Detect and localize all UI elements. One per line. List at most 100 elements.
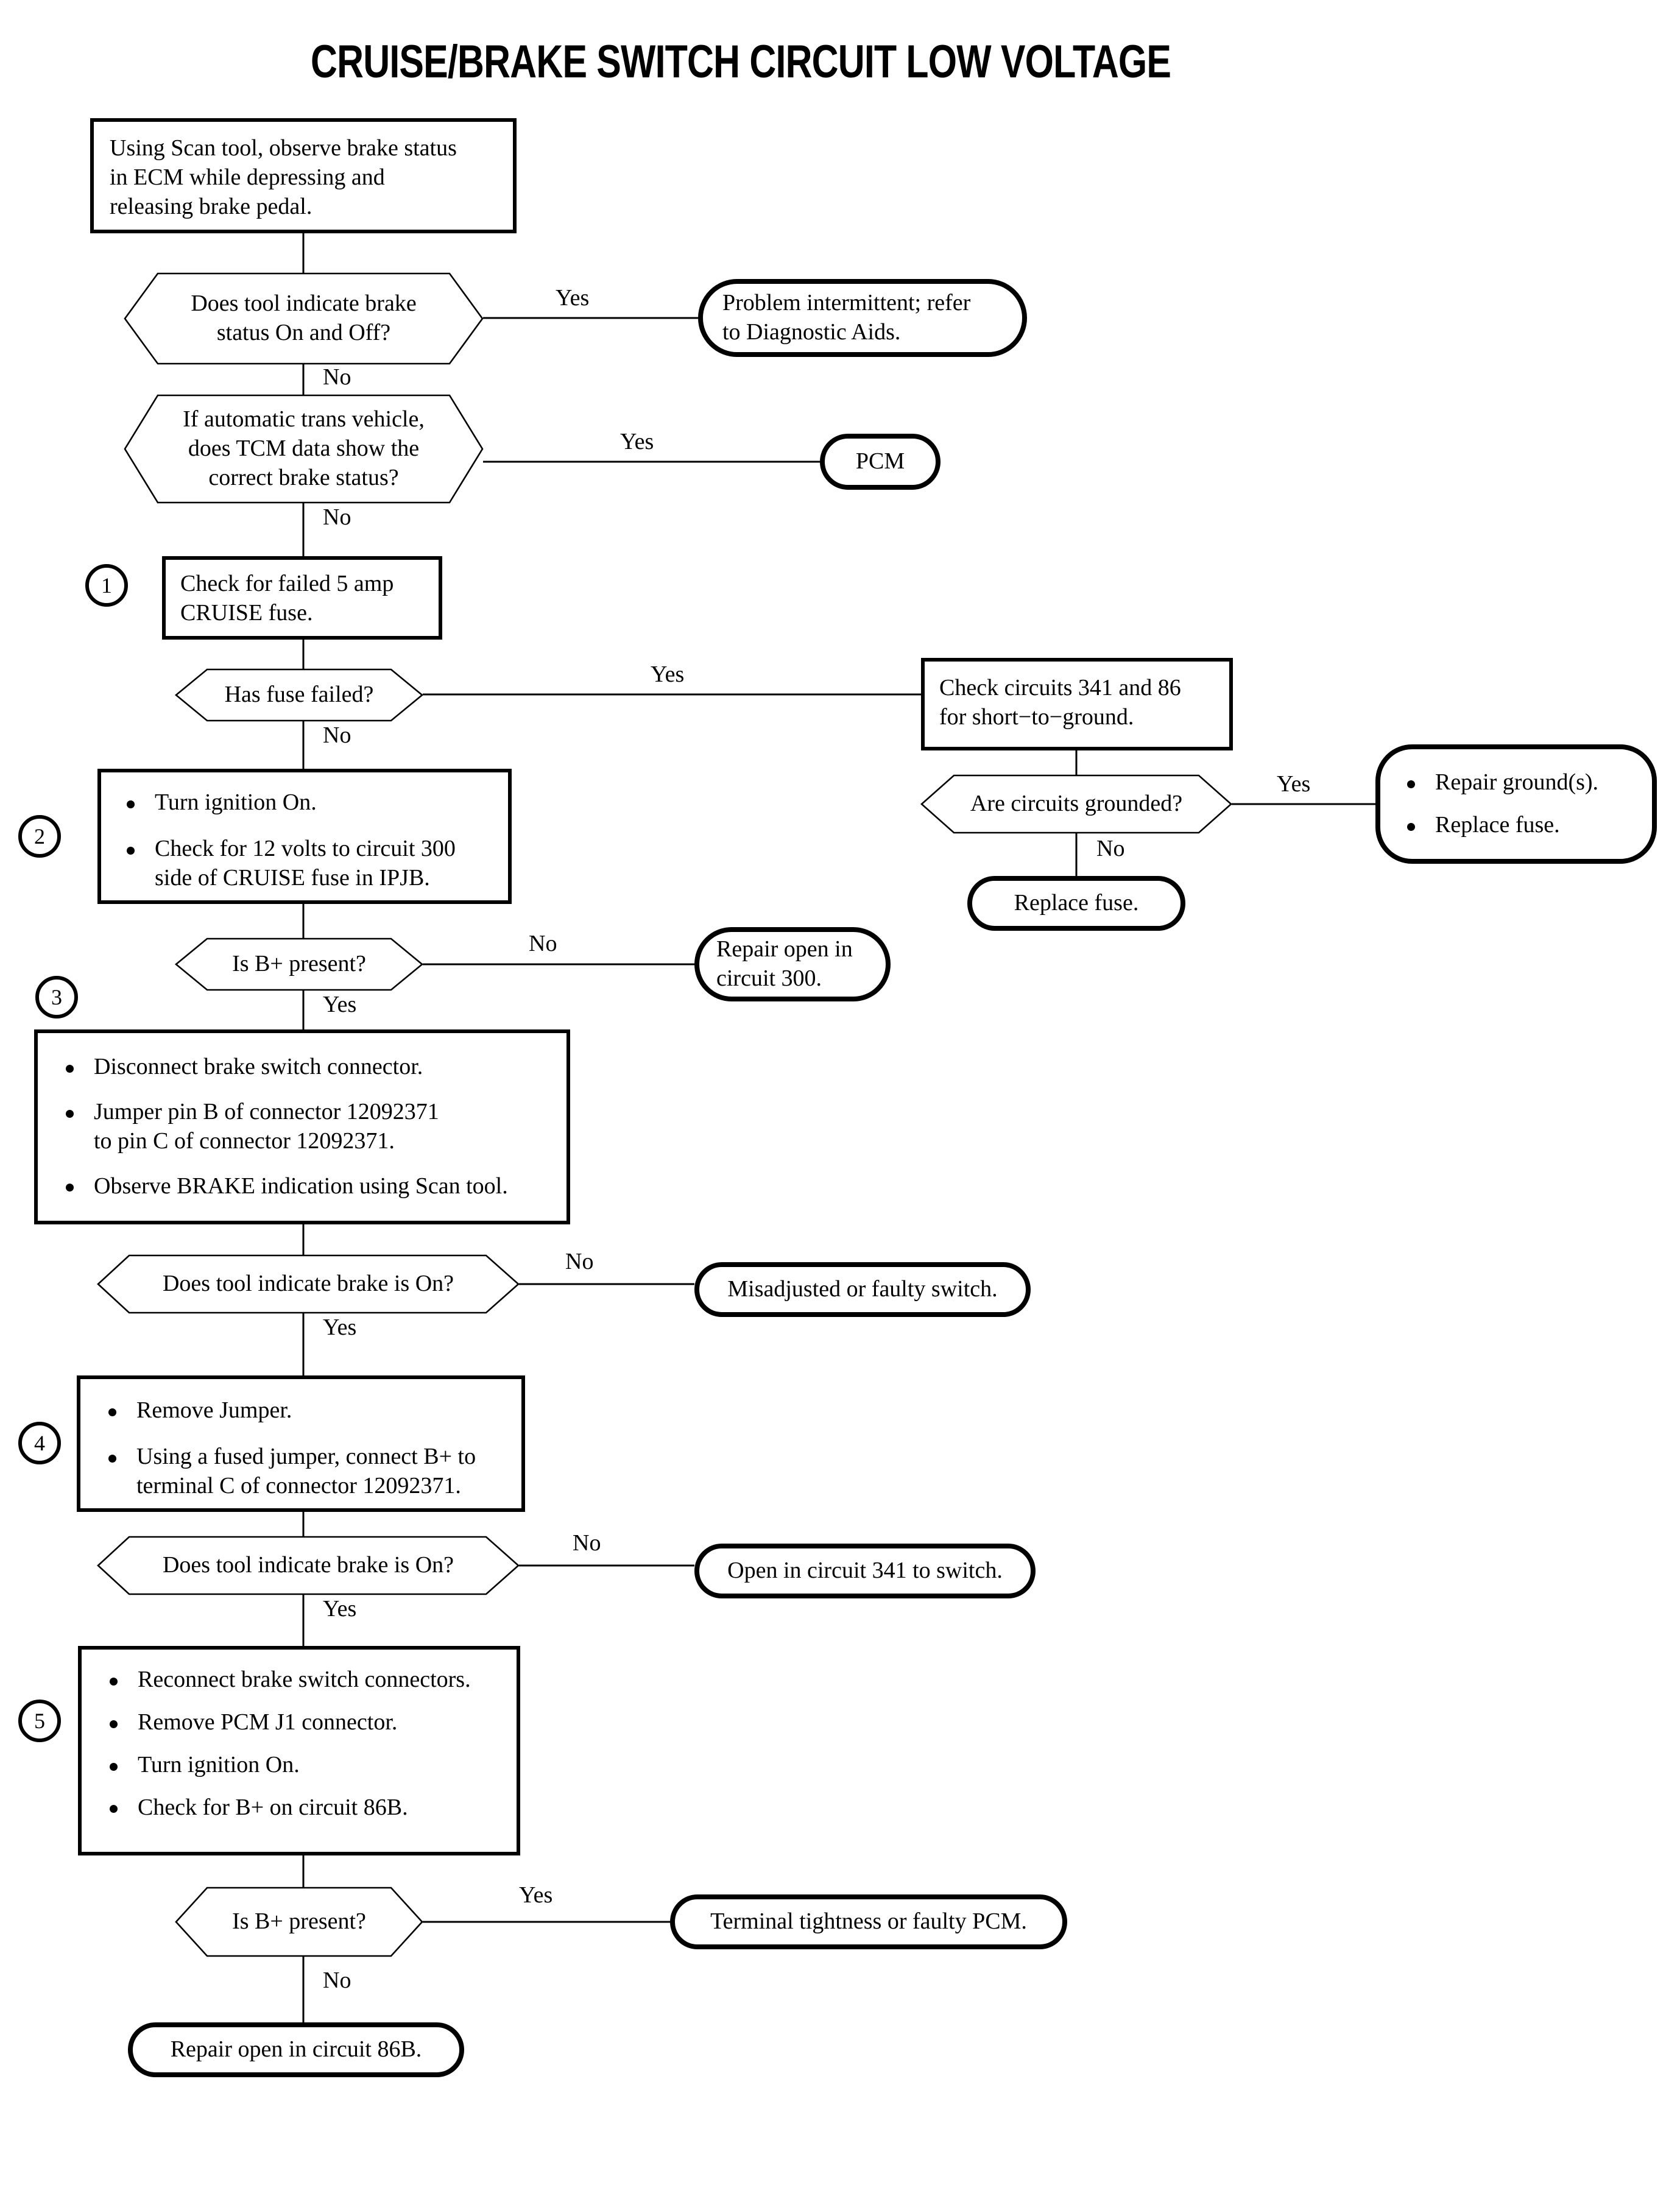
branch-label-d6-no: No bbox=[573, 1530, 601, 1556]
bullet-dot-icon bbox=[110, 1720, 118, 1728]
process-p2-bullet-1: Turn ignition On. bbox=[121, 788, 508, 817]
branch-label-d7-yes: Yes bbox=[519, 1882, 553, 1908]
process-start-line-2: in ECM while depressing and bbox=[110, 164, 385, 190]
process-reconnect-check-86b: Reconnect brake switch connectors. Remov… bbox=[78, 1646, 520, 1855]
process-p5-bullet-3: Turn ignition On. bbox=[104, 1751, 517, 1780]
terminator-misadjusted-text: Misadjusted or faulty switch. bbox=[727, 1276, 998, 1302]
decision-1-line-1: Does tool indicate brake bbox=[191, 291, 417, 317]
branch-label-d3-yes: Yes bbox=[651, 662, 685, 687]
branch-label-d1-yes: Yes bbox=[556, 285, 590, 311]
branch-label-grounded-no: No bbox=[1096, 836, 1125, 861]
bullet-dot-icon bbox=[127, 800, 135, 808]
process-p3-bullet-3: Observe BRAKE indication using Scan tool… bbox=[60, 1172, 566, 1201]
process-ignition-12-volts: Turn ignition On. Check for 12 volts to … bbox=[97, 769, 512, 904]
process-p3-bullet-1: Disconnect brake switch connector. bbox=[60, 1053, 566, 1082]
terminator-pcm: PCM bbox=[820, 434, 941, 490]
branch-label-d1-no: No bbox=[323, 364, 351, 390]
decision-brake-on-after-fused-jumper: Does tool indicate brake is On? bbox=[97, 1536, 519, 1595]
process-start-line-1: Using Scan tool, observe brake status bbox=[110, 135, 457, 161]
terminator-repair-grounds: Repair ground(s). Replace fuse. bbox=[1375, 744, 1657, 864]
branch-label-grounded-yes: Yes bbox=[1277, 771, 1311, 797]
decision-4-line-1: Is B+ present? bbox=[232, 951, 366, 977]
bullet-dot-icon bbox=[110, 1677, 118, 1686]
decision-2-line-2: does TCM data show the bbox=[188, 436, 420, 462]
decision-2-line-1: If automatic trans vehicle, bbox=[183, 406, 425, 432]
process-p4-bullet-2: Using a fused jumper, connect B+ to term… bbox=[102, 1442, 521, 1501]
decision-2-line-3: correct brake status? bbox=[208, 464, 399, 490]
bullet-dot-icon bbox=[110, 1762, 118, 1771]
step-marker-5: 5 bbox=[18, 1700, 61, 1742]
process-p2-bullet-2: Check for 12 volts to circuit 300 side o… bbox=[121, 835, 508, 893]
process-p3-bullet-2: Jumper pin B of connector 12092371 to pi… bbox=[60, 1098, 566, 1156]
terminator-open86b-text: Repair open in circuit 86B. bbox=[170, 2036, 422, 2063]
branch-label-d2-no: No bbox=[323, 504, 351, 530]
step-marker-4: 4 bbox=[18, 1422, 61, 1464]
decision-tcm-brake-status: If automatic trans vehicle, does TCM dat… bbox=[124, 395, 483, 503]
terminator-repair-open-circuit-300: Repair open in circuit 300. bbox=[694, 927, 891, 1001]
terminator-intermittent-line-2: to Diagnostic Aids. bbox=[722, 319, 901, 345]
branch-label-d5-no: No bbox=[565, 1249, 594, 1274]
terminator-misadjusted-switch: Misadjusted or faulty switch. bbox=[694, 1262, 1031, 1317]
process-check341-line-1: Check circuits 341 and 86 bbox=[939, 675, 1181, 701]
decision-brake-on-after-jumper: Does tool indicate brake is On? bbox=[97, 1255, 519, 1313]
process-start-line-3: releasing brake pedal. bbox=[110, 193, 312, 219]
terminator-terminal-tightness: Terminal tightness or faulty PCM. bbox=[670, 1894, 1067, 1949]
process-start: Using Scan tool, observe brake status in… bbox=[90, 118, 517, 233]
process-check-circuits-341-86: Check circuits 341 and 86 for short−to−g… bbox=[921, 658, 1233, 750]
process-p5-bullet-2: Remove PCM J1 connector. bbox=[104, 1708, 517, 1737]
terminator-repair-grounds-bullet-2: Replace fuse. bbox=[1401, 811, 1598, 840]
terminator-repair-open-86b: Repair open in circuit 86B. bbox=[128, 2022, 464, 2077]
bullet-dot-icon bbox=[66, 1064, 74, 1073]
terminator-open300-line-2: circuit 300. bbox=[716, 966, 822, 991]
process-p4-bullet-1: Remove Jumper. bbox=[102, 1396, 521, 1425]
bullet-dot-icon bbox=[108, 1454, 116, 1463]
step-marker-2: 2 bbox=[18, 815, 61, 858]
decision-1-line-2: status On and Off? bbox=[216, 320, 391, 345]
decision-3-line-1: Has fuse failed? bbox=[224, 682, 374, 708]
terminator-terminal-text: Terminal tightness or faulty PCM. bbox=[710, 1908, 1027, 1935]
decision-6-line-1: Does tool indicate brake is On? bbox=[162, 1552, 454, 1578]
bullet-dot-icon bbox=[127, 846, 135, 855]
bullet-dot-icon bbox=[1407, 780, 1415, 788]
process-p5-bullet-1: Reconnect brake switch connectors. bbox=[104, 1665, 517, 1695]
terminator-pcm-text: PCM bbox=[855, 448, 905, 475]
decision-7-line-1: Is B+ present? bbox=[232, 1908, 366, 1935]
decision-has-fuse-failed: Has fuse failed? bbox=[175, 669, 423, 721]
terminator-replace-fuse-text: Replace fuse. bbox=[1014, 890, 1139, 916]
process-p5-bullet-4: Check for B+ on circuit 86B. bbox=[104, 1793, 517, 1823]
bullet-dot-icon bbox=[108, 1408, 116, 1416]
terminator-open300-line-1: Repair open in bbox=[716, 936, 853, 962]
decision-b-plus-present-2: Is B+ present? bbox=[175, 1887, 423, 1957]
terminator-intermittent-line-1: Problem intermittent; refer bbox=[722, 290, 971, 316]
branch-label-d2-yes: Yes bbox=[620, 429, 654, 454]
terminator-open-circuit-341: Open in circuit 341 to switch. bbox=[694, 1544, 1036, 1598]
bullet-dot-icon bbox=[66, 1184, 74, 1192]
process-check341-line-2: for short−to−ground. bbox=[939, 704, 1134, 730]
decision-b-plus-present-1: Is B+ present? bbox=[175, 938, 423, 990]
terminator-replace-fuse: Replace fuse. bbox=[967, 876, 1185, 931]
branch-label-d4-no: No bbox=[529, 931, 557, 956]
step-marker-1: 1 bbox=[85, 564, 128, 607]
process-disconnect-jumper-observe: Disconnect brake switch connector. Jumpe… bbox=[34, 1029, 570, 1224]
branch-label-d3-no: No bbox=[323, 722, 351, 748]
decision-brake-status-on-off: Does tool indicate brake status On and O… bbox=[124, 273, 483, 364]
page-title: CRUISE/BRAKE SWITCH CIRCUIT LOW VOLTAGE bbox=[311, 36, 1171, 88]
decision-grounded-line-1: Are circuits grounded? bbox=[970, 791, 1183, 817]
process-p1-line-1: Check for failed 5 amp bbox=[180, 571, 394, 596]
terminator-open341-text: Open in circuit 341 to switch. bbox=[727, 1558, 1003, 1584]
bullet-dot-icon bbox=[1407, 822, 1415, 831]
terminator-repair-grounds-bullet-1: Repair ground(s). bbox=[1401, 768, 1598, 797]
process-check-cruise-fuse: Check for failed 5 amp CRUISE fuse. bbox=[162, 556, 442, 640]
step-marker-3: 3 bbox=[35, 976, 78, 1019]
terminator-problem-intermittent: Problem intermittent; refer to Diagnosti… bbox=[698, 279, 1027, 357]
bullet-dot-icon bbox=[66, 1109, 74, 1118]
branch-label-d4-yes: Yes bbox=[323, 992, 357, 1017]
process-p1-line-2: CRUISE fuse. bbox=[180, 599, 313, 626]
branch-label-d5-yes: Yes bbox=[323, 1315, 357, 1340]
decision-5-line-1: Does tool indicate brake is On? bbox=[162, 1271, 454, 1297]
bullet-dot-icon bbox=[110, 1805, 118, 1813]
process-remove-jumper-fused-jumper: Remove Jumper. Using a fused jumper, con… bbox=[77, 1375, 525, 1512]
branch-label-d6-yes: Yes bbox=[323, 1596, 357, 1622]
decision-circuits-grounded: Are circuits grounded? bbox=[921, 775, 1232, 833]
